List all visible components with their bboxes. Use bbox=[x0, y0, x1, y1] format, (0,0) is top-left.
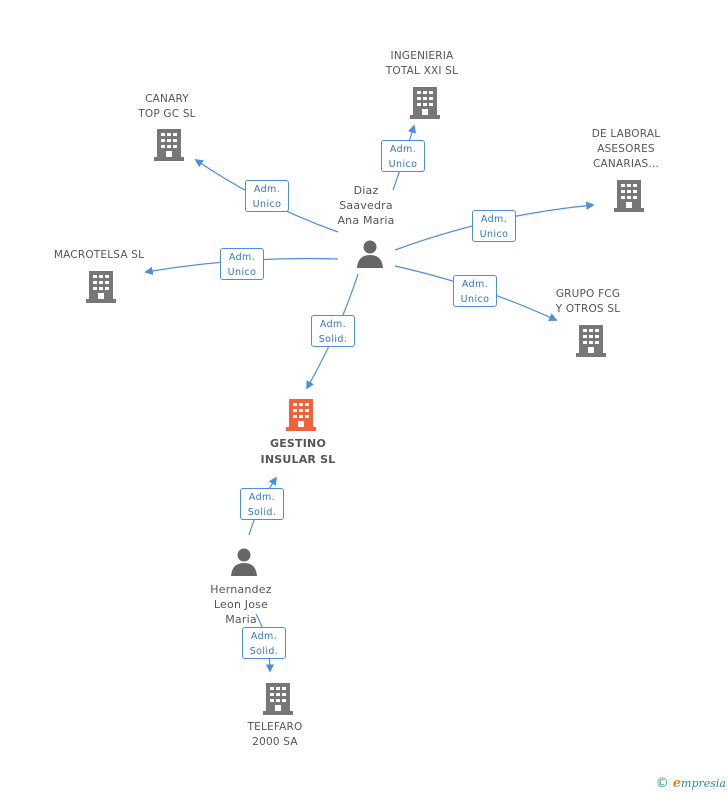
person-label-hernandez[interactable]: Hernandez Leon Jose Maria bbox=[210, 583, 272, 626]
building-icon bbox=[86, 271, 116, 303]
role-badge-diaz-delaboral[interactable]: Adm.Unico bbox=[472, 210, 516, 242]
company-label-telefaro[interactable]: TELEFARO 2000 SA bbox=[247, 721, 303, 748]
building-icon-focus bbox=[286, 399, 316, 431]
role-badge-hernandez-telefaro[interactable]: Adm.Solid. bbox=[242, 627, 286, 659]
building-icon bbox=[410, 87, 440, 119]
role-badge-diaz-grupofcg[interactable]: Adm.Unico bbox=[453, 275, 497, 307]
brand-footer[interactable]: © empresia bbox=[656, 775, 726, 791]
brand-logo: empresia bbox=[672, 775, 726, 791]
company-label-macrotelsa[interactable]: MACROTELSA SL bbox=[53, 249, 145, 261]
building-icon bbox=[614, 180, 644, 212]
building-icon bbox=[263, 683, 293, 715]
person-icon bbox=[231, 548, 257, 576]
role-badge-diaz-ingenieria[interactable]: Adm.Unico bbox=[381, 140, 425, 172]
company-label-gestino[interactable]: GESTINO INSULAR SL bbox=[260, 437, 336, 466]
role-badge-hernandez-gestino[interactable]: Adm.Solid. bbox=[240, 488, 284, 520]
company-label-delaboral[interactable]: DE LABORAL ASESORES CANARIAS... bbox=[591, 128, 661, 170]
role-badge-diaz-canary[interactable]: Adm.Unico bbox=[245, 180, 289, 212]
role-badge-diaz-macrotelsa[interactable]: Adm.Unico bbox=[220, 248, 264, 280]
copyright-icon: © bbox=[655, 775, 669, 791]
building-icon bbox=[576, 325, 606, 357]
person-label-diaz[interactable]: Diaz Saavedra Ana Maria bbox=[337, 184, 395, 227]
role-badge-diaz-gestino[interactable]: Adm.Solid. bbox=[311, 315, 355, 347]
company-label-grupofcg[interactable]: GRUPO FCG Y OTROS SL bbox=[555, 288, 621, 315]
person-icon bbox=[357, 240, 383, 268]
company-label-canary[interactable]: CANARY TOP GC SL bbox=[138, 93, 196, 120]
building-icon bbox=[154, 129, 184, 161]
company-label-ingenieria[interactable]: INGENIERIA TOTAL XXI SL bbox=[385, 50, 459, 77]
